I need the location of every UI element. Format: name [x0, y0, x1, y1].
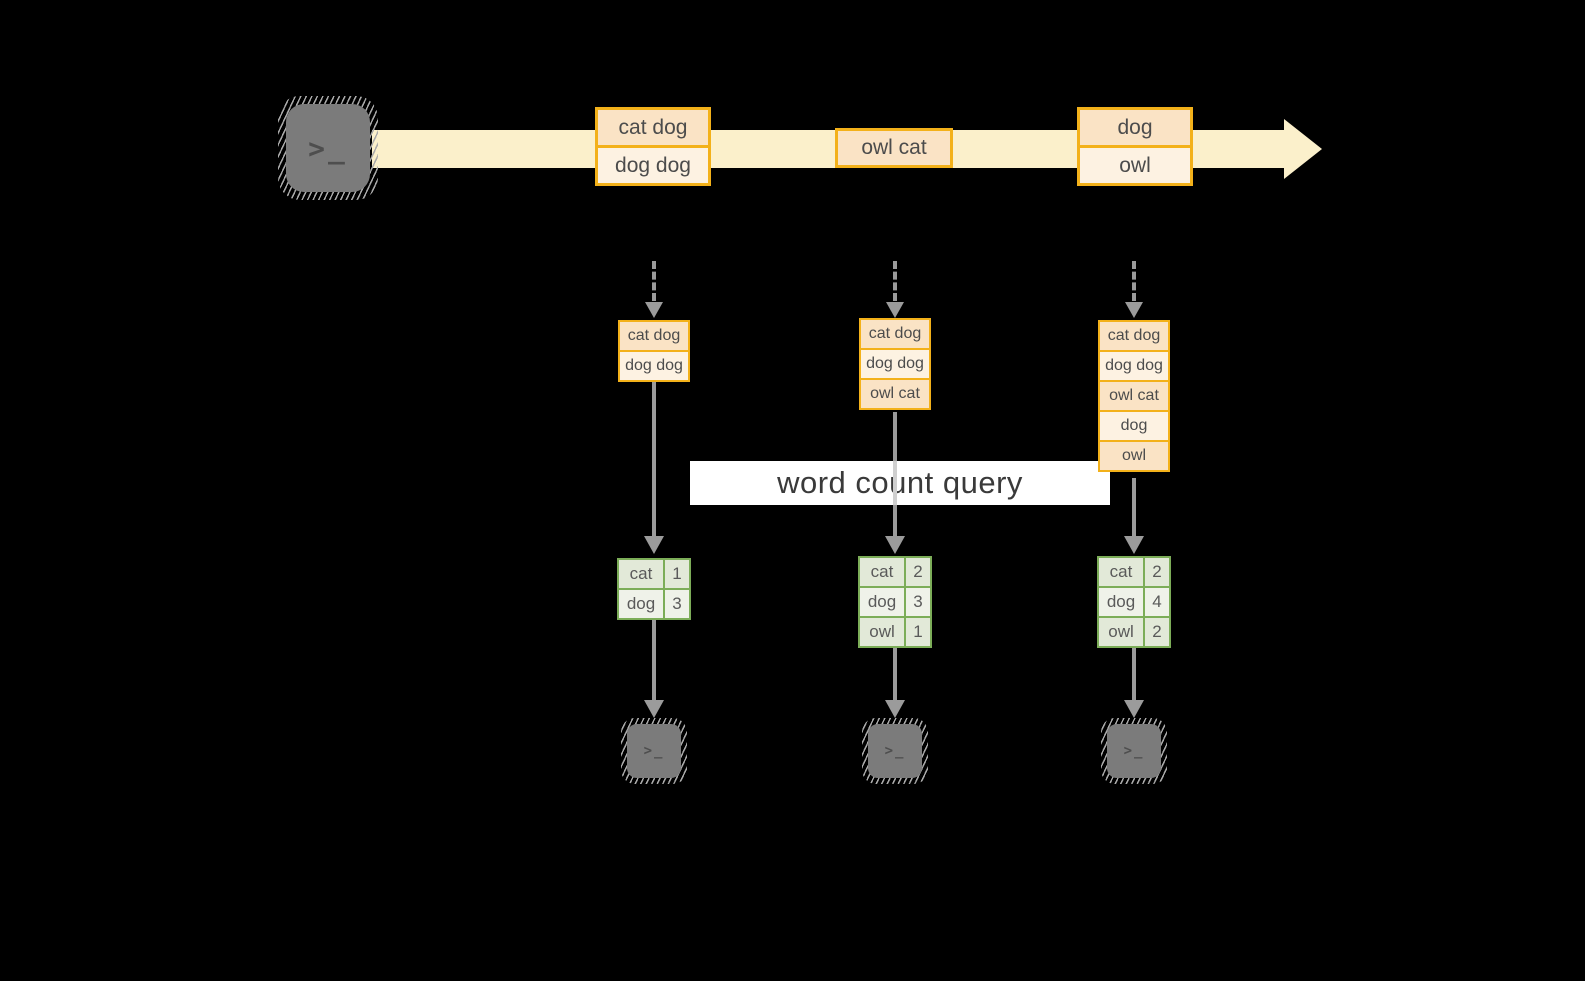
dashed-arrow [652, 261, 656, 301]
word-cell: owl [860, 618, 904, 646]
batch-message: dog [1080, 110, 1190, 145]
count-cell: 1 [665, 560, 689, 588]
state-item: owl cat [861, 380, 929, 408]
dashed-arrowhead-icon [1125, 302, 1143, 318]
count-row: cat 2 [860, 558, 930, 586]
count-table-3: cat 2 dog 4 owl 2 [1097, 556, 1171, 648]
dashed-arrowhead-icon [886, 302, 904, 318]
query-arrowhead-icon [644, 536, 664, 554]
state-item: cat dog [1100, 322, 1168, 350]
count-row: cat 1 [619, 560, 689, 588]
output-arrow [652, 620, 656, 700]
output-arrowhead-icon [644, 700, 664, 718]
count-table-2: cat 2 dog 3 owl 1 [858, 556, 932, 648]
terminal-prompt-glyph: >_ [308, 131, 348, 165]
query-arrow [1132, 478, 1136, 536]
terminal-sink-icon: >_ [621, 718, 687, 784]
terminal-prompt-glyph: >_ [1123, 743, 1145, 759]
terminal-prompt-glyph: >_ [643, 743, 665, 759]
count-cell: 3 [665, 590, 689, 618]
count-row: dog 3 [860, 588, 930, 616]
stream-arrowhead-icon [1284, 119, 1322, 179]
query-label: word count query [690, 461, 1110, 505]
dashed-arrow [1132, 261, 1136, 301]
batch-message: cat dog [598, 110, 708, 145]
state-item: dog dog [1100, 352, 1168, 380]
state-item: dog [1100, 412, 1168, 440]
dashed-arrow [893, 261, 897, 301]
terminal-sink-icon: >_ [862, 718, 928, 784]
state-item: cat dog [620, 322, 688, 350]
query-arrowhead-icon [885, 536, 905, 554]
count-cell: 2 [1145, 558, 1169, 586]
count-row: owl 1 [860, 618, 930, 646]
count-cell: 3 [906, 588, 930, 616]
terminal-icon: >_ [627, 724, 681, 778]
state-stack-1: cat dog dog dog [618, 320, 690, 382]
terminal-sink-icon: >_ [1101, 718, 1167, 784]
query-arrow-overlay [893, 461, 897, 505]
terminal-icon: >_ [286, 104, 370, 192]
state-stack-3: cat dog dog dog owl cat dog owl [1098, 320, 1170, 472]
state-item: dog dog [861, 350, 929, 378]
count-row: cat 2 [1099, 558, 1169, 586]
count-cell: 1 [906, 618, 930, 646]
count-row: dog 3 [619, 590, 689, 618]
batch-message: dog dog [598, 148, 708, 183]
state-item: dog dog [620, 352, 688, 380]
count-row: dog 4 [1099, 588, 1169, 616]
terminal-prompt-glyph: >_ [884, 743, 906, 759]
state-stack-2: cat dog dog dog owl cat [859, 318, 931, 410]
word-cell: dog [619, 590, 663, 618]
stream-batch-3: dog owl [1077, 107, 1193, 186]
state-item: cat dog [861, 320, 929, 348]
output-arrow [1132, 648, 1136, 700]
state-item: owl cat [1100, 382, 1168, 410]
count-table-1: cat 1 dog 3 [617, 558, 691, 620]
query-arrow [652, 382, 656, 536]
query-arrowhead-icon [1124, 536, 1144, 554]
count-cell: 2 [1145, 618, 1169, 646]
output-arrowhead-icon [885, 700, 905, 718]
word-cell: dog [860, 588, 904, 616]
word-cell: cat [860, 558, 904, 586]
count-row: owl 2 [1099, 618, 1169, 646]
output-arrowhead-icon [1124, 700, 1144, 718]
word-cell: cat [1099, 558, 1143, 586]
batch-message: owl cat [838, 131, 950, 165]
stream-batch-2: owl cat [835, 128, 953, 168]
word-cell: dog [1099, 588, 1143, 616]
count-cell: 2 [906, 558, 930, 586]
stream-batch-1: cat dog dog dog [595, 107, 711, 186]
state-item: owl [1100, 442, 1168, 470]
terminal-icon: >_ [1107, 724, 1161, 778]
output-arrow [893, 648, 897, 700]
count-cell: 4 [1145, 588, 1169, 616]
word-cell: cat [619, 560, 663, 588]
batch-message: owl [1080, 148, 1190, 183]
terminal-icon: >_ [868, 724, 922, 778]
word-cell: owl [1099, 618, 1143, 646]
dashed-arrowhead-icon [645, 302, 663, 318]
terminal-source-icon: >_ [278, 96, 378, 200]
